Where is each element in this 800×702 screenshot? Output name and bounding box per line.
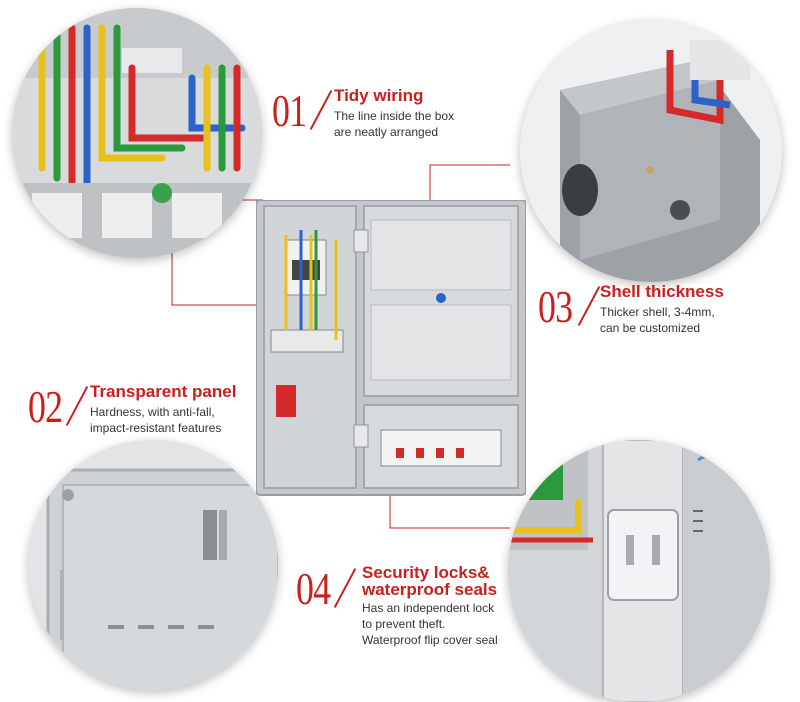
lock-seal-closeup-image (508, 440, 770, 702)
feature-number: 04 (296, 563, 331, 614)
feature-description: The line inside the box are neatly arran… (334, 109, 455, 139)
wiring-closeup-image (12, 8, 262, 258)
feature-title: Tidy wiring (334, 86, 424, 105)
slash-divider (577, 286, 601, 326)
feature-description: Has an independent lock to prevent theft… (362, 601, 498, 647)
slash-divider (309, 90, 333, 130)
feature-number: 02 (28, 381, 63, 432)
feature-title: Transparent panel (90, 382, 237, 401)
feature-number: 01 (272, 85, 307, 136)
feature-description: Hardness, with anti-fall, impact-resista… (90, 405, 222, 435)
slash-divider (65, 386, 89, 426)
shell-corner-closeup-image (520, 20, 782, 282)
feature-number: 03 (538, 281, 573, 332)
feature-title: Shell thickness (600, 282, 724, 301)
feature-title: Security locks& waterproof seals (362, 563, 498, 599)
slash-divider (333, 568, 357, 608)
meter-box-product-image (256, 200, 526, 500)
transparent-panel-closeup-image (28, 440, 278, 690)
feature-description: Thicker shell, 3-4mm, can be customized (600, 305, 715, 335)
